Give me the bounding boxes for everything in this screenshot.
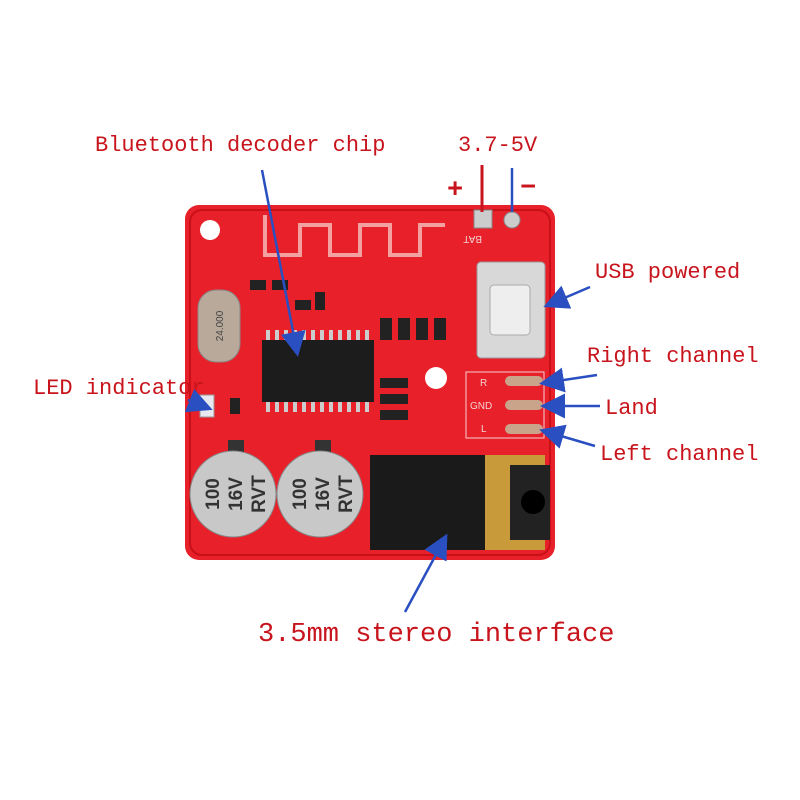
capacitor-1: 100 16V RVT bbox=[189, 440, 277, 538]
smd-components bbox=[230, 280, 446, 420]
bat-plus-pad bbox=[473, 209, 493, 229]
label-led: LED indicator bbox=[33, 376, 205, 401]
label-minus: − bbox=[520, 174, 536, 204]
bat-silkscreen: BAT bbox=[463, 233, 482, 244]
cap-series: RVT bbox=[249, 475, 270, 513]
audio-jack bbox=[370, 455, 550, 550]
bat-minus-pad bbox=[503, 211, 521, 229]
crystal-marking: 24.000 bbox=[215, 310, 226, 341]
audio-pads: R GND L bbox=[465, 371, 545, 439]
label-jack: 3.5mm stereo interface bbox=[258, 620, 614, 650]
cap-value: 100 bbox=[203, 478, 224, 510]
pin-gnd-label: GND bbox=[470, 401, 492, 412]
bluetooth-chip bbox=[262, 330, 374, 412]
arrow-jack bbox=[403, 533, 448, 613]
crystal: 24.000 bbox=[197, 289, 241, 363]
arrow-left bbox=[539, 424, 596, 449]
arrow-right bbox=[539, 367, 598, 393]
label-left-channel: Left channel bbox=[600, 442, 758, 467]
arrow-usb bbox=[543, 285, 591, 309]
arrow-chip bbox=[260, 169, 306, 357]
cap-value: 100 bbox=[290, 478, 311, 510]
pin-r-label: R bbox=[480, 378, 487, 389]
label-right-channel: Right channel bbox=[587, 344, 759, 369]
label-land: Land bbox=[605, 396, 658, 421]
pin-l-label: L bbox=[481, 424, 487, 435]
label-usb: USB powered bbox=[595, 260, 740, 285]
cap-voltage: 16V bbox=[226, 477, 247, 511]
mount-hole bbox=[200, 220, 220, 240]
cap-series: RVT bbox=[336, 475, 357, 513]
label-bluetooth-chip: Bluetooth decoder chip bbox=[95, 133, 385, 158]
label-plus: + bbox=[447, 176, 463, 206]
capacitor-2: 100 16V RVT bbox=[276, 440, 364, 538]
mount-hole bbox=[425, 367, 447, 389]
arrow-led bbox=[184, 388, 213, 413]
label-voltage: 3.7-5V bbox=[458, 133, 538, 158]
cap-voltage: 16V bbox=[313, 477, 334, 511]
usb-port bbox=[476, 261, 546, 359]
pcb-board: 24.000 BAT R GND L bbox=[185, 205, 555, 560]
antenna-trace bbox=[263, 215, 445, 257]
